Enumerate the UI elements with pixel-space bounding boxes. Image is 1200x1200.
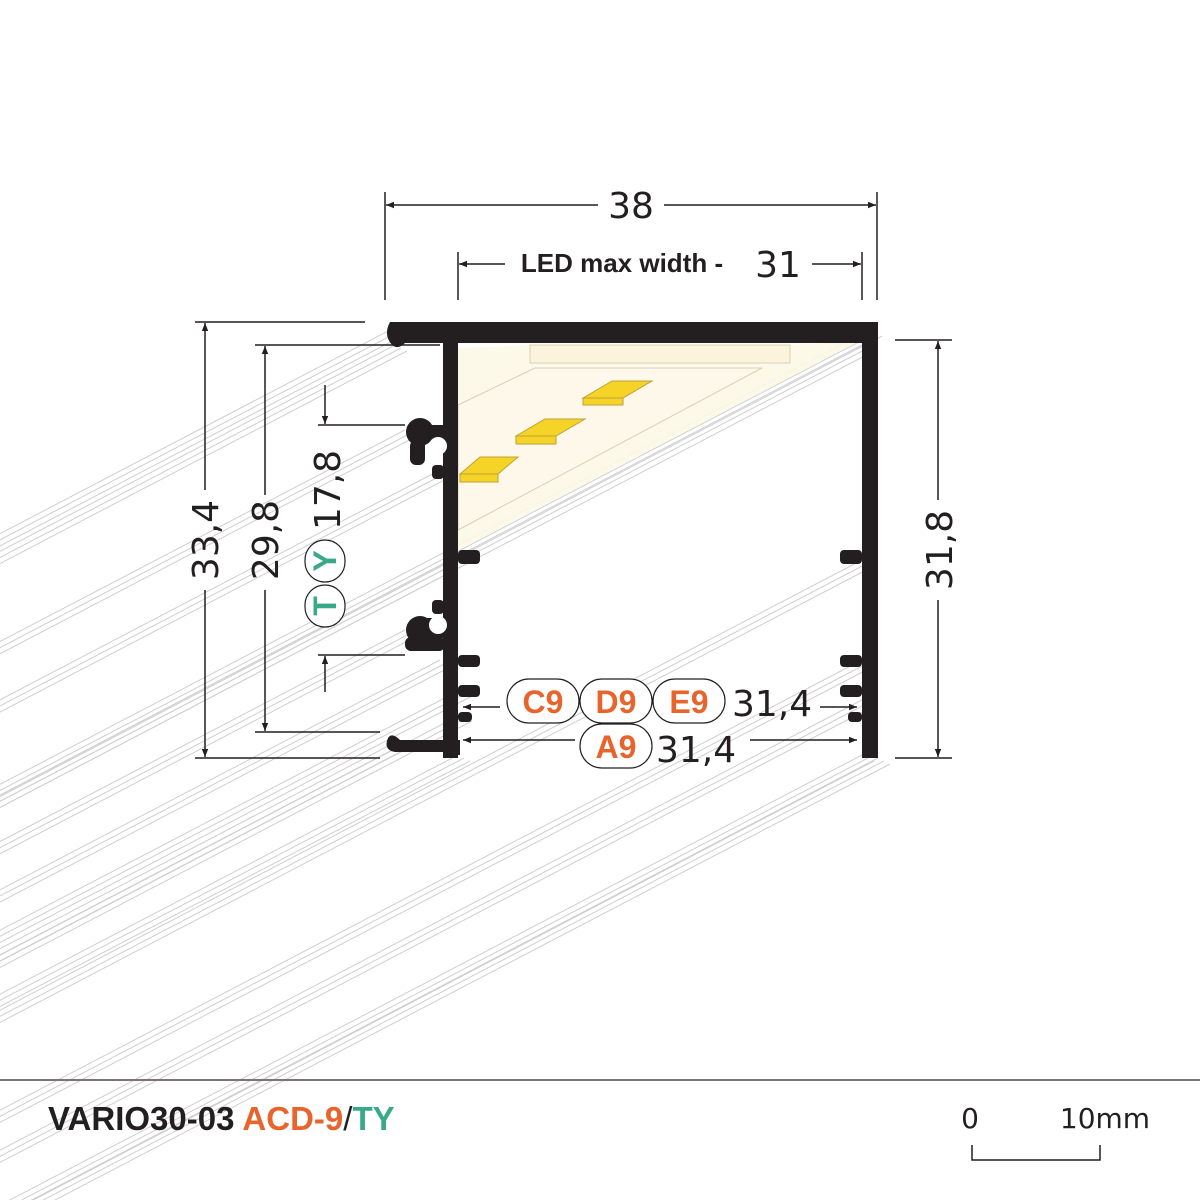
extrusion-line — [30, 757, 879, 1200]
extrusion-line — [0, 689, 461, 931]
extrusion-line — [0, 347, 869, 802]
extrusion-line — [0, 760, 471, 1008]
extrusion-line — [0, 757, 465, 1001]
extrusion-line — [0, 632, 412, 849]
extrusion-line — [0, 559, 863, 1011]
extrusion-line — [0, 720, 473, 969]
perspective-extrusion-lines — [0, 329, 891, 1200]
extrusion-line — [0, 350, 875, 808]
extrusion-line — [0, 332, 397, 541]
extrusion-line — [0, 472, 447, 707]
badge-a9: A9 — [596, 729, 637, 765]
extrusion-line — [0, 750, 403, 962]
dim-height-ty: 17,8 — [308, 450, 349, 530]
dim-inner-width-cde: 31,4 — [732, 684, 812, 725]
extrusion-line — [0, 747, 397, 956]
badge-frames — [304, 539, 726, 769]
badge-c9: C9 — [523, 684, 564, 720]
model-name: VARIO30-03 — [48, 1100, 235, 1137]
extrusion-line — [0, 665, 875, 1123]
extrusion-line — [0, 344, 863, 796]
extrusion-line — [0, 692, 467, 937]
extrusion-line — [0, 659, 441, 891]
led-max-width-value: 31 — [755, 245, 801, 286]
separator: / — [343, 1100, 353, 1137]
dim-height-right: 31,8 — [920, 510, 961, 590]
scale-start: 0 — [961, 1102, 979, 1135]
extrusion-line — [54, 763, 891, 1200]
extrusion-line — [0, 699, 863, 1151]
extrusion-line — [0, 335, 403, 547]
extrusion-line — [0, 665, 453, 903]
extrusion-line — [0, 629, 406, 843]
scale-bar — [971, 1145, 1101, 1161]
dim-height-inner: 29,8 — [246, 500, 287, 580]
badge-t: T — [307, 596, 343, 616]
extrusion-line — [0, 562, 869, 1017]
dim-inner-width-a: 31,4 — [656, 730, 736, 771]
dim-height-outer: 33,4 — [186, 500, 227, 580]
extrusion-line — [20, 757, 869, 1200]
dim-width-total: 38 — [608, 186, 654, 227]
extrusion-line — [0, 350, 408, 565]
extrusion-line — [0, 429, 406, 643]
extrusion-line — [0, 702, 869, 1157]
extrusion-line — [0, 754, 459, 995]
extrusion-line — [0, 705, 875, 1163]
extrusion-line — [8, 754, 863, 1200]
extrusion-line — [0, 475, 453, 713]
badge-e9: E9 — [669, 684, 708, 720]
extrusion-line — [0, 335, 883, 798]
extrusion-line — [0, 744, 391, 950]
led-max-width-label: LED max width - — [521, 248, 723, 278]
extrusion-line — [0, 344, 396, 552]
extrusion-line — [42, 760, 885, 1200]
extrusion-line — [0, 432, 412, 649]
extrusion-line — [32, 760, 875, 1200]
dimension-lines — [0, 192, 1200, 1161]
badge-y: Y — [307, 550, 343, 571]
extrusion-line — [0, 695, 473, 944]
extrusion-line — [0, 469, 441, 701]
extrusion-line — [0, 435, 418, 655]
badge-d9: D9 — [596, 684, 637, 720]
extrusion-line — [0, 662, 447, 897]
extrusion-line — [0, 635, 418, 855]
aluminium-profile — [386, 322, 878, 758]
extrusion-line — [0, 662, 869, 1117]
extrusion-line — [0, 347, 402, 558]
variant-code: ACD-9 — [242, 1100, 344, 1137]
product-code: VARIO30-03 ACD-9/TY — [48, 1100, 395, 1138]
led-strip — [457, 340, 862, 550]
extrusion-line — [0, 659, 863, 1111]
extrusion-line — [0, 332, 877, 792]
suffix-code: TY — [352, 1100, 395, 1137]
scale-end: 10mm — [1060, 1102, 1150, 1135]
extrusion-line — [0, 329, 391, 535]
extrusion-line — [0, 565, 875, 1023]
